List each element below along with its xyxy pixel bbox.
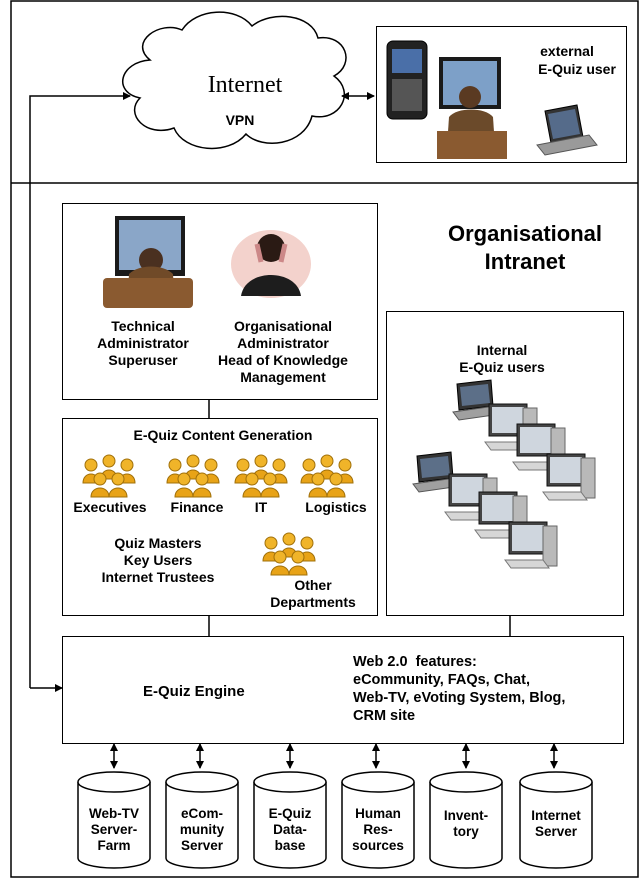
equiz-engine-box: E-Quiz Engine Web 2.0 features: eCommuni… [62, 636, 624, 744]
db-webtv-line3: Farm [97, 838, 131, 853]
db-webtv-line2: Server- [90, 822, 138, 837]
features-line1: eCommunity, FAQs, Chat, [353, 672, 530, 688]
group-finance: Finance [170, 499, 224, 515]
db-equiz-line3: base [274, 838, 306, 853]
database-cylinders [77, 771, 593, 869]
db-cylinder-2 [165, 771, 239, 869]
group-executives: Executives [73, 499, 147, 515]
features-title: Web 2.0 features: [353, 654, 477, 670]
db-internet-server-label: Internet Server [518, 808, 594, 840]
internal-users-line1: Internal [476, 342, 528, 358]
internal-users-label: Internal E-Quiz users [427, 342, 577, 376]
features-line3: CRM site [353, 708, 416, 724]
other-line2: Departments [270, 594, 356, 610]
roles-label: Quiz Masters Key Users Internet Trustees [83, 535, 233, 586]
role-quiz-masters: Quiz Masters [114, 535, 202, 551]
db-equiz-line2: Data- [273, 822, 307, 837]
engine-internet-link [29, 92, 131, 688]
external-devices [386, 40, 598, 159]
db-internet-line2: Server [534, 824, 578, 839]
desktop-user-icon [437, 57, 507, 159]
content-generation-box: E-Quiz Content Generation Executives Fin… [62, 418, 378, 616]
db-ecommunity-line1: eCom- [180, 806, 223, 821]
intranet-title: Organisational Intranet [420, 220, 630, 276]
db-equiz-line1: E-Quiz [268, 806, 312, 821]
db-cylinder-4 [341, 771, 415, 869]
outer-frame [10, 0, 639, 878]
db-equiz-label: E-Quiz Data- base [252, 806, 328, 854]
technical-admin-icon [103, 216, 193, 308]
internet-cloud [122, 11, 347, 150]
role-key-users: Key Users [123, 552, 193, 568]
db-inventory-label: Invent- tory [428, 808, 504, 840]
organisational-admin-label: Organisational Administrator Head of Kno… [203, 318, 363, 386]
computer-icon [542, 453, 596, 501]
intranet-title-line1: Organisational [447, 221, 603, 246]
group-it: IT [254, 499, 268, 515]
internal-users-box: Internal E-Quiz users [386, 311, 624, 616]
vpn-label: VPN [225, 112, 255, 128]
it-group-icon [234, 454, 288, 498]
technical-admin-line3: Superuser [108, 352, 178, 368]
features-line2: Web-TV, eVoting System, Blog, [353, 690, 566, 706]
group-logistics: Logistics [305, 499, 367, 515]
external-user-box: external E-Quiz user [376, 26, 627, 163]
admin-illustrations [103, 216, 311, 308]
db-hr-line3: sources [352, 838, 404, 853]
db-hr-line1: Human [355, 806, 401, 821]
smartphone-icon [386, 40, 428, 120]
org-admin-line3: Head of Knowledge [218, 352, 348, 368]
db-cylinder-3 [253, 771, 327, 869]
database-arrows [110, 743, 558, 769]
other-line1: Other [294, 577, 332, 593]
external-user-label-1: external [540, 43, 594, 59]
other-departments-label: Other Departments [253, 577, 373, 611]
intranet-title-line2: Intranet [484, 249, 566, 274]
db-inventory-line2: tory [453, 824, 479, 839]
organisational-admin-icon [231, 230, 311, 298]
finance-group-icon [166, 454, 220, 498]
db-cylinder-6 [519, 771, 593, 869]
technical-admin-label: Technical Administrator Superuser [83, 318, 203, 369]
internal-computers [412, 379, 596, 569]
engine-features: Web 2.0 features: eCommunity, FAQs, Chat… [353, 653, 565, 725]
other-departments-group-icon [262, 532, 316, 576]
laptop-icon [536, 104, 598, 156]
engine-title: E-Quiz Engine [143, 683, 245, 700]
db-webtv-label: Web-TV Server- Farm [76, 806, 152, 854]
db-ecommunity-line2: munity [179, 822, 225, 837]
org-admin-line1: Organisational [233, 318, 333, 334]
technical-admin-line1: Technical [111, 318, 175, 334]
org-admin-line4: Management [240, 369, 326, 385]
logistics-group-icon [300, 454, 354, 498]
db-cylinder-1 [77, 771, 151, 869]
db-inventory-line1: Invent- [443, 808, 489, 823]
computer-icon [504, 521, 558, 569]
executives-group-icon [82, 454, 136, 498]
content-generation-title: E-Quiz Content Generation [133, 427, 313, 443]
internal-users-line2: E-Quiz users [459, 359, 545, 375]
org-admin-line2: Administrator [237, 335, 329, 351]
db-hr-line2: Res- [363, 822, 393, 837]
admin-box: Technical Administrator Superuser Organi… [62, 203, 378, 400]
technical-admin-line2: Administrator [97, 335, 189, 351]
external-user-label-2: E-Quiz user [538, 61, 616, 77]
db-internet-line1: Internet [531, 808, 581, 823]
db-hr-label: Human Res- sources [340, 806, 416, 854]
role-internet-trustees: Internet Trustees [101, 569, 215, 585]
db-ecommunity-label: eCom- munity Server [164, 806, 240, 854]
db-cylinder-5 [429, 771, 503, 869]
db-ecommunity-line3: Server [180, 838, 224, 853]
internet-label: Internet [207, 72, 283, 98]
db-webtv-line1: Web-TV [89, 806, 139, 821]
